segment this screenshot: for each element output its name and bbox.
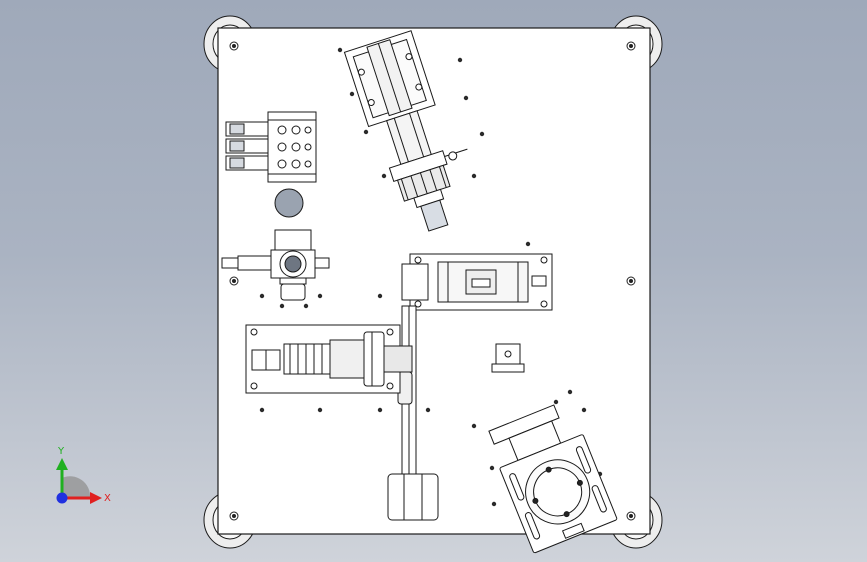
mounting-hole	[491, 501, 497, 507]
mounting-hole	[279, 303, 285, 309]
solenoid-valve-manifold	[225, 111, 317, 183]
mounting-holes	[259, 47, 603, 507]
mounting-hole	[363, 129, 369, 135]
mounting-hole	[567, 389, 573, 395]
triad-y-arrowhead	[56, 458, 68, 470]
mounting-hole	[317, 293, 323, 299]
linear-cylinder-left	[245, 324, 413, 394]
mounting-hole	[317, 407, 323, 413]
mounting-hole	[581, 407, 587, 413]
mounting-hole	[377, 293, 383, 299]
circular-cutout	[274, 188, 304, 218]
triad-x-label: X	[104, 493, 111, 504]
rotary-cylinder-assembly	[343, 30, 468, 232]
mounting-hole	[259, 407, 265, 413]
mounting-hole	[553, 399, 559, 405]
mounting-hole	[463, 95, 469, 101]
triad-z-axis	[56, 492, 68, 504]
mounting-hole	[457, 57, 463, 63]
mounting-hole	[337, 47, 343, 53]
mounting-hole	[349, 91, 355, 97]
small-bracket	[491, 343, 525, 373]
triad-x-arrowhead	[90, 492, 102, 504]
view-triad: X Y	[56, 446, 111, 504]
mounting-hole	[381, 173, 387, 179]
mounting-hole	[471, 423, 477, 429]
mounting-hole	[525, 241, 531, 247]
mounting-hole	[259, 293, 265, 299]
triad-y-label: Y	[57, 446, 65, 457]
mounting-hole	[471, 173, 477, 179]
corner-bolts	[229, 41, 636, 521]
mounting-hole	[303, 303, 309, 309]
mounting-hole	[479, 131, 485, 137]
pressure-regulator	[221, 229, 330, 301]
rotary-table-assembly	[488, 404, 618, 554]
linear-cylinder-right	[401, 253, 553, 311]
mounting-hole	[425, 407, 431, 413]
mounting-hole	[377, 407, 383, 413]
mounting-hole	[489, 465, 495, 471]
